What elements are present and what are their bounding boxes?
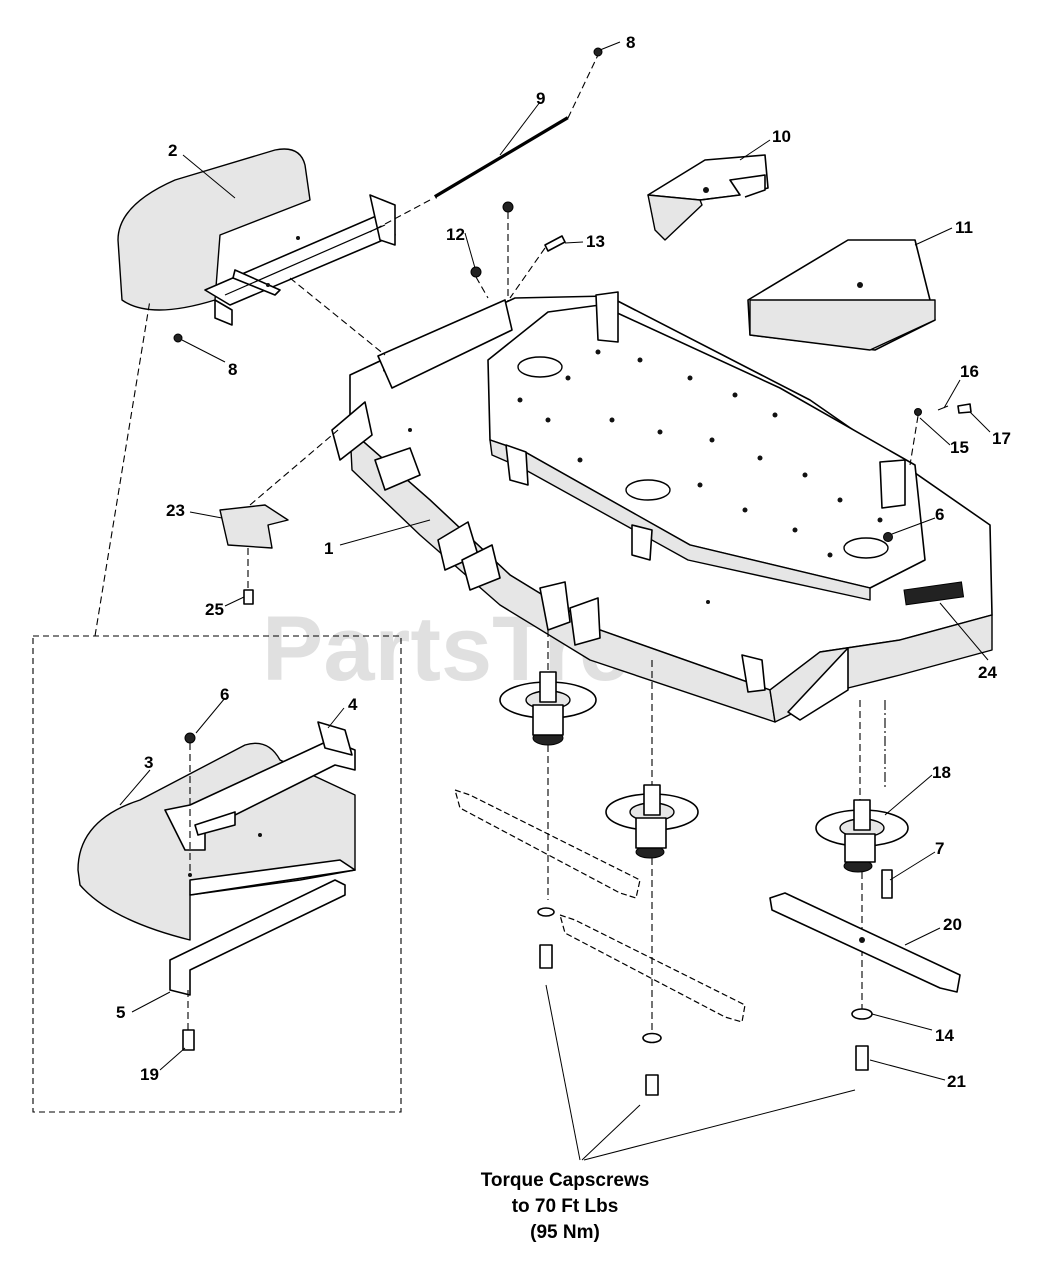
label-5: 5 bbox=[116, 1003, 125, 1022]
label-16: 16 bbox=[960, 362, 979, 381]
part-2-discharge-chute[interactable] bbox=[117, 148, 396, 326]
torque-note-line-2: to 70 Ft Lbs bbox=[511, 1196, 619, 1217]
label-23: 23 bbox=[166, 501, 185, 520]
part-23-bracket[interactable] bbox=[219, 429, 339, 549]
label-7: 7 bbox=[935, 839, 944, 858]
label-25: 25 bbox=[205, 600, 224, 619]
part-18-spindle-center[interactable] bbox=[605, 660, 699, 1030]
label-8-left: 8 bbox=[228, 360, 237, 379]
label-18: 18 bbox=[932, 763, 951, 782]
label-24: 24 bbox=[978, 663, 997, 682]
part-labels: 1 2 3 4 5 6 6 7 8 8 9 10 11 12 13 14 15 … bbox=[116, 33, 1011, 1091]
part-4-bracket[interactable] bbox=[164, 721, 356, 851]
part-8-nut-left[interactable] bbox=[173, 333, 183, 343]
torque-note-line-1: Torque Capscrews bbox=[480, 1170, 650, 1191]
label-20: 20 bbox=[943, 915, 962, 934]
label-3: 3 bbox=[144, 753, 153, 772]
label-12: 12 bbox=[446, 225, 465, 244]
torque-pointer-lines bbox=[545, 984, 856, 1161]
label-10: 10 bbox=[772, 127, 791, 146]
torque-note-line-3: (95 Nm) bbox=[530, 1222, 600, 1243]
label-19: 19 bbox=[140, 1065, 159, 1084]
part-25-bolt[interactable] bbox=[243, 548, 254, 605]
part-10-cover[interactable] bbox=[647, 154, 769, 241]
washer-bolt-left[interactable] bbox=[537, 907, 555, 969]
part-19-bolt[interactable] bbox=[182, 990, 195, 1051]
label-15: 15 bbox=[950, 438, 969, 457]
label-1: 1 bbox=[324, 539, 333, 558]
part-15-pin[interactable] bbox=[909, 408, 922, 466]
part-6-nut-inset[interactable] bbox=[184, 732, 196, 875]
part-20-blade[interactable] bbox=[769, 892, 961, 993]
part-7-bolt[interactable] bbox=[881, 869, 893, 899]
part-18-spindle-left[interactable] bbox=[499, 630, 597, 900]
label-4: 4 bbox=[348, 695, 358, 714]
washer-bolt-center[interactable] bbox=[642, 1032, 662, 1096]
label-6-inset: 6 bbox=[220, 685, 229, 704]
part-12-nuts[interactable] bbox=[470, 201, 514, 330]
part-18-spindle-right[interactable] bbox=[815, 700, 909, 1010]
label-21: 21 bbox=[947, 1072, 966, 1091]
label-9: 9 bbox=[536, 89, 545, 108]
label-14: 14 bbox=[935, 1026, 954, 1045]
part-5-bracket[interactable] bbox=[169, 879, 346, 996]
label-17: 17 bbox=[992, 429, 1011, 448]
label-13: 13 bbox=[586, 232, 605, 251]
label-6-deck: 6 bbox=[935, 505, 944, 524]
part-3-chute[interactable] bbox=[77, 742, 356, 941]
part-6-nut-deck[interactable] bbox=[883, 532, 893, 542]
part-13-bolt[interactable] bbox=[509, 235, 566, 299]
part-9-rod[interactable] bbox=[369, 54, 599, 233]
part-16-clip[interactable] bbox=[937, 405, 949, 411]
part-11-cover[interactable] bbox=[747, 239, 936, 351]
part-21-capscrew[interactable] bbox=[855, 1045, 869, 1071]
part-1-mower-deck[interactable] bbox=[331, 291, 993, 723]
label-8-top: 8 bbox=[626, 33, 635, 52]
label-11: 11 bbox=[955, 218, 973, 237]
optional-kit-inset bbox=[32, 277, 402, 1113]
leader-lines bbox=[119, 41, 991, 1081]
label-2: 2 bbox=[168, 141, 177, 160]
part-14-washer[interactable] bbox=[851, 1008, 873, 1020]
part-17-bolt[interactable] bbox=[957, 403, 972, 414]
torque-note: Torque Capscrews to 70 Ft Lbs (95 Nm) bbox=[430, 1168, 700, 1246]
